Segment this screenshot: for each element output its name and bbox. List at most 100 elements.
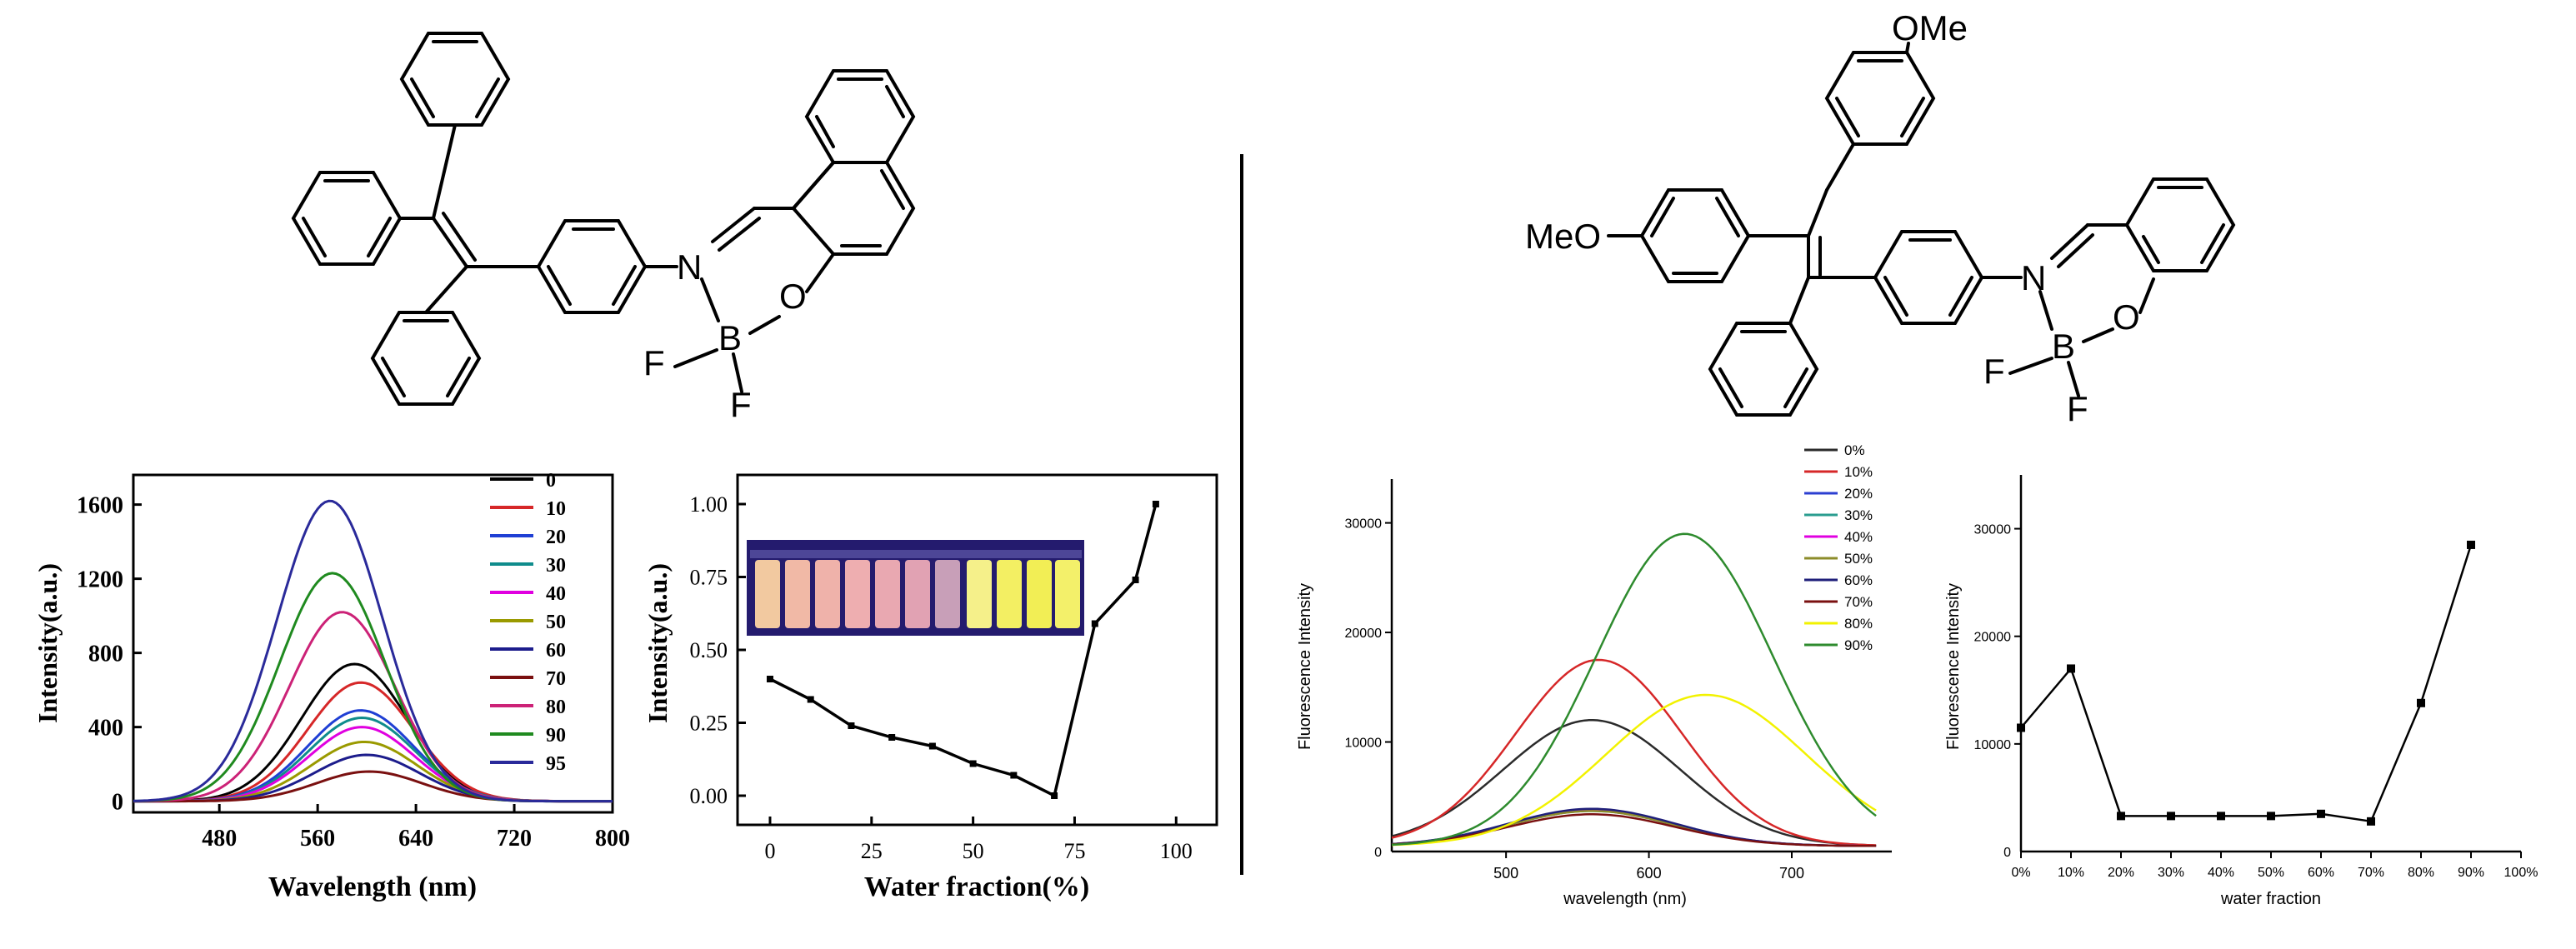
chart-1-legend-label: 95 bbox=[546, 753, 566, 775]
right-benzo-ring bbox=[2124, 177, 2236, 272]
chart-1-legend-label: 30 bbox=[546, 555, 566, 577]
right-atom-ome: OMe bbox=[1892, 8, 1968, 47]
chart-2-data-point bbox=[848, 722, 855, 729]
chart-4-data-point bbox=[2167, 812, 2175, 821]
chart-1-legend-label: 70 bbox=[546, 668, 566, 690]
right-molecule-atom-labels: OMe MeO N O B F F bbox=[1525, 8, 2140, 428]
chart-2-x-tick-label: 50 bbox=[963, 839, 984, 863]
right-atom-n: N bbox=[2021, 258, 2046, 297]
chart-1-y-tick-label: 1600 bbox=[77, 493, 123, 519]
chart-1-x-tick-label: 640 bbox=[398, 826, 433, 852]
left-phenyl-ring-top bbox=[399, 32, 511, 127]
chart-4-data-point bbox=[2217, 812, 2225, 821]
chart-4-y-tick-label: 30000 bbox=[1974, 523, 2012, 537]
chart-3-x-axis-label: wavelength (nm) bbox=[1563, 890, 1687, 908]
chart-3-series-line-50% bbox=[1391, 810, 1877, 847]
chart-2-data-point bbox=[1091, 620, 1098, 627]
left-atom-o: O bbox=[779, 277, 807, 316]
chart-2-data-point bbox=[888, 734, 896, 741]
chart-4-data-point bbox=[2467, 540, 2475, 549]
chart-4-y-tick-label: 0 bbox=[2003, 846, 2011, 860]
left-phenyl-ring-left bbox=[291, 171, 403, 266]
chart-4-x-tick-label: 60% bbox=[2308, 866, 2334, 880]
chart-3-legend: 0%10%20%30%40%50%60%70%80%90% bbox=[1804, 442, 1873, 653]
chart-1-x-tick-label: 800 bbox=[595, 826, 630, 852]
chart-3-series-line-80% bbox=[1391, 693, 1877, 847]
chart-2-y-tick-label: 0.75 bbox=[690, 566, 728, 590]
chart-4-data-point bbox=[2067, 664, 2075, 673]
chart-2-data-point bbox=[1051, 792, 1058, 799]
chart-4-y-axis-label: Fluorescence Intensity bbox=[1944, 583, 1963, 750]
chart-4-x-tick-label: 10% bbox=[2058, 866, 2084, 880]
chart-2-data-point bbox=[1010, 772, 1018, 779]
chart-4-data-point bbox=[2367, 817, 2375, 826]
chart-2-y-tick-label: 0.25 bbox=[690, 712, 728, 736]
chart-3-legend-label: 60% bbox=[1844, 572, 1873, 588]
chart-1-frame bbox=[132, 473, 614, 814]
chart-4-x-axis-label: water fraction bbox=[2220, 890, 2321, 908]
chart-2-y-tick-label: 1.00 bbox=[690, 492, 728, 517]
chart-4-x-tick-label: 40% bbox=[2208, 866, 2234, 880]
chart-4-y-tick-label: 10000 bbox=[1974, 738, 2012, 752]
chart-3-series-line-90% bbox=[1391, 532, 1877, 847]
chart-3-x-tick-label: 500 bbox=[1493, 865, 1518, 882]
chart-3-legend-label: 30% bbox=[1844, 507, 1873, 523]
chart-1-series-line-70 bbox=[133, 770, 613, 803]
chart-1-series-line-95 bbox=[133, 499, 613, 803]
chart-1-legend-label: 90 bbox=[546, 725, 566, 747]
chart-4-x-tick-label: 50% bbox=[2258, 866, 2284, 880]
chart-2-x-tick-label: 75 bbox=[1063, 839, 1085, 863]
left-molecule-atom-labels: N O B F F bbox=[643, 247, 807, 424]
left-atom-f2: F bbox=[730, 385, 752, 424]
chart-4-data-point bbox=[2267, 812, 2275, 821]
chart-1-legend-label: 0 bbox=[546, 470, 556, 492]
left-naphthalene-ring-b bbox=[804, 69, 916, 164]
chart-3-legend-label: 50% bbox=[1844, 551, 1873, 567]
chart-3-y-axis-label: Fluorescence Intensity bbox=[1296, 583, 1314, 750]
chart-3-y-tick-label: 30000 bbox=[1345, 517, 1383, 532]
chart-4-x-tick-label: 30% bbox=[2158, 866, 2184, 880]
chart-1-legend-label: 80 bbox=[546, 697, 566, 718]
chart-2-data-point bbox=[969, 760, 977, 767]
chart-2-x-tick-label: 100 bbox=[1160, 839, 1193, 863]
chart-1-y-tick-label: 0 bbox=[112, 790, 123, 816]
chart-4-x-tick-label: 90% bbox=[2458, 866, 2484, 880]
chart-2-x-tick-label: 25 bbox=[861, 839, 883, 863]
chart-2-data-point bbox=[807, 696, 814, 703]
chart-2-frame bbox=[736, 473, 1218, 827]
left-atom-n: N bbox=[677, 247, 702, 287]
chart-4-data-point bbox=[2117, 812, 2125, 821]
chart-3-y-tick-label: 10000 bbox=[1345, 737, 1383, 751]
chart-1-y-tick-label: 1200 bbox=[77, 567, 123, 593]
chart-1-x-tick-label: 560 bbox=[300, 826, 335, 852]
chart-2-x-axis-label: Water fraction(%) bbox=[864, 872, 1089, 902]
chart-4-x-tick-label: 0% bbox=[2011, 866, 2030, 880]
chart-4-x-tick-label: 80% bbox=[2408, 866, 2434, 880]
left-phenyl-ring-center bbox=[536, 219, 648, 314]
chart-2-data-point bbox=[766, 676, 773, 682]
chart-1-x-axis-label: Wavelength (nm) bbox=[268, 872, 477, 902]
right-phenyl-ring-bottom bbox=[1708, 322, 1819, 417]
chart-4-ticks: 0%10%20%30%40%50%60%70%80%90%100%1000020… bbox=[1974, 523, 2538, 880]
chart-4-data-point bbox=[2317, 809, 2325, 818]
chart-3-series-line-70% bbox=[1391, 813, 1877, 847]
right-phenyl-ring-center bbox=[1873, 230, 1984, 325]
chart-1-series-line-40 bbox=[133, 726, 613, 803]
chart-2-data-point bbox=[1132, 577, 1139, 583]
right-atom-f2: F bbox=[2067, 389, 2088, 428]
right-atom-f1: F bbox=[1983, 352, 2005, 391]
left-naphthalene-ring-a bbox=[791, 161, 916, 256]
left-atom-b: B bbox=[718, 318, 742, 357]
right-anisyl-ring-top bbox=[1824, 51, 1936, 146]
chart-1-y-tick-label: 400 bbox=[88, 716, 123, 742]
chart-3-series-line-0% bbox=[1391, 719, 1877, 847]
vial-photo-inset bbox=[747, 540, 1084, 636]
chart-4-water-fraction-intensity: 0%10%20%30%40%50%60%70%80%90%100%1000020… bbox=[1944, 475, 2538, 908]
chart-3-legend-label: 70% bbox=[1844, 594, 1873, 610]
